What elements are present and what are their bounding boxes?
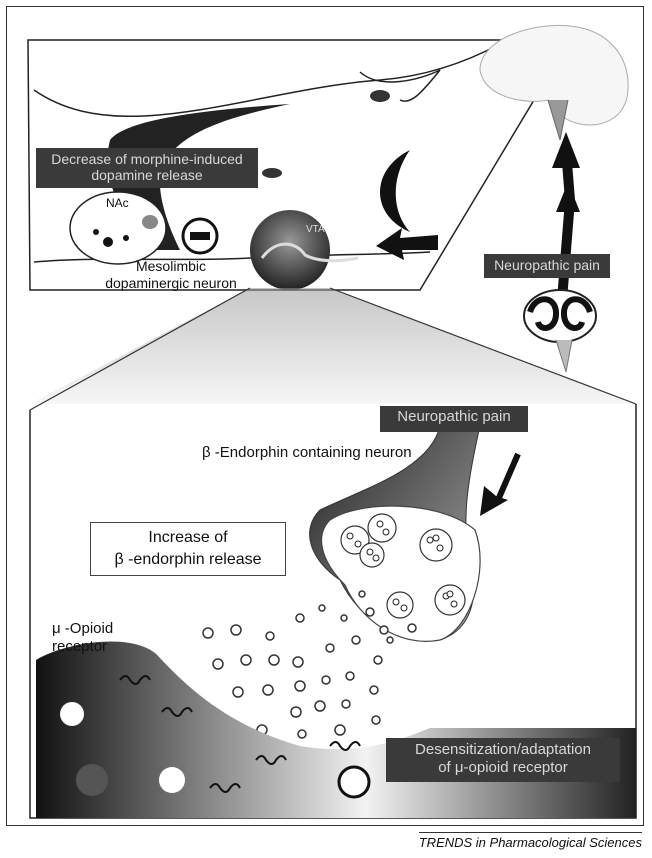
nac-terminal bbox=[123, 235, 129, 241]
dopamine-release-label: Decrease of morphine-induced dopamine re… bbox=[36, 148, 258, 188]
desensitization-line1: Desensitization/adaptation bbox=[392, 741, 614, 759]
arrow-down-shaft bbox=[498, 454, 518, 500]
ascending-arrowhead bbox=[552, 132, 580, 168]
journal-footer: TRENDS in Pharmacological Sciences bbox=[419, 832, 642, 850]
vta-label: VTA bbox=[306, 224, 325, 235]
desensitization-label: Desensitization/adaptation of μ-opioid r… bbox=[386, 738, 620, 782]
mesolimbic-line2: dopaminergic neuron bbox=[86, 275, 256, 292]
inhibition-minus-bar bbox=[190, 232, 210, 240]
nac-label: NAc bbox=[106, 196, 129, 210]
cell-organelle bbox=[76, 764, 108, 796]
increase-release-box: Increase of β -endorphin release bbox=[90, 522, 286, 576]
beta-endorphin-neuron-label: β -Endorphin containing neuron bbox=[202, 444, 412, 461]
cell-organelle bbox=[159, 767, 185, 793]
desensitization-line2: of μ-opioid receptor bbox=[392, 759, 614, 777]
nac-cell bbox=[142, 215, 158, 229]
spinal-nerve bbox=[556, 340, 572, 372]
dopamine-release-text: Decrease of morphine-induced dopamine re… bbox=[51, 151, 242, 183]
increase-line2: β -endorphin release bbox=[91, 549, 285, 571]
small-dark-blob bbox=[370, 90, 390, 102]
spinal-cord-section bbox=[524, 290, 596, 342]
small-dark-blob bbox=[262, 168, 282, 178]
mu-opioid-line1: μ -Opioid bbox=[52, 620, 113, 638]
vta-region bbox=[250, 210, 330, 290]
increase-line1: Increase of bbox=[91, 527, 285, 549]
neuropathic-pain-label-top: Neuropathic pain bbox=[484, 254, 610, 278]
neuropathic-pain-bottom-text: Neuropathic pain bbox=[397, 408, 510, 425]
mu-opioid-line2: receptor bbox=[52, 638, 113, 656]
cell-organelle bbox=[60, 702, 84, 726]
neuropathic-pain-label-bottom: Neuropathic pain bbox=[380, 406, 528, 432]
brainstem bbox=[548, 100, 568, 140]
cell-organelle bbox=[339, 767, 369, 797]
nac-terminal bbox=[93, 229, 99, 235]
mesolimbic-line1: Mesolimbic bbox=[86, 258, 256, 275]
mesolimbic-label: Mesolimbic dopaminergic neuron bbox=[86, 258, 256, 292]
neuropathic-pain-top-text: Neuropathic pain bbox=[494, 257, 600, 273]
nac-terminal bbox=[103, 237, 113, 247]
ascending-arrowhead bbox=[556, 182, 580, 212]
mu-opioid-label: μ -Opioid receptor bbox=[52, 620, 113, 656]
